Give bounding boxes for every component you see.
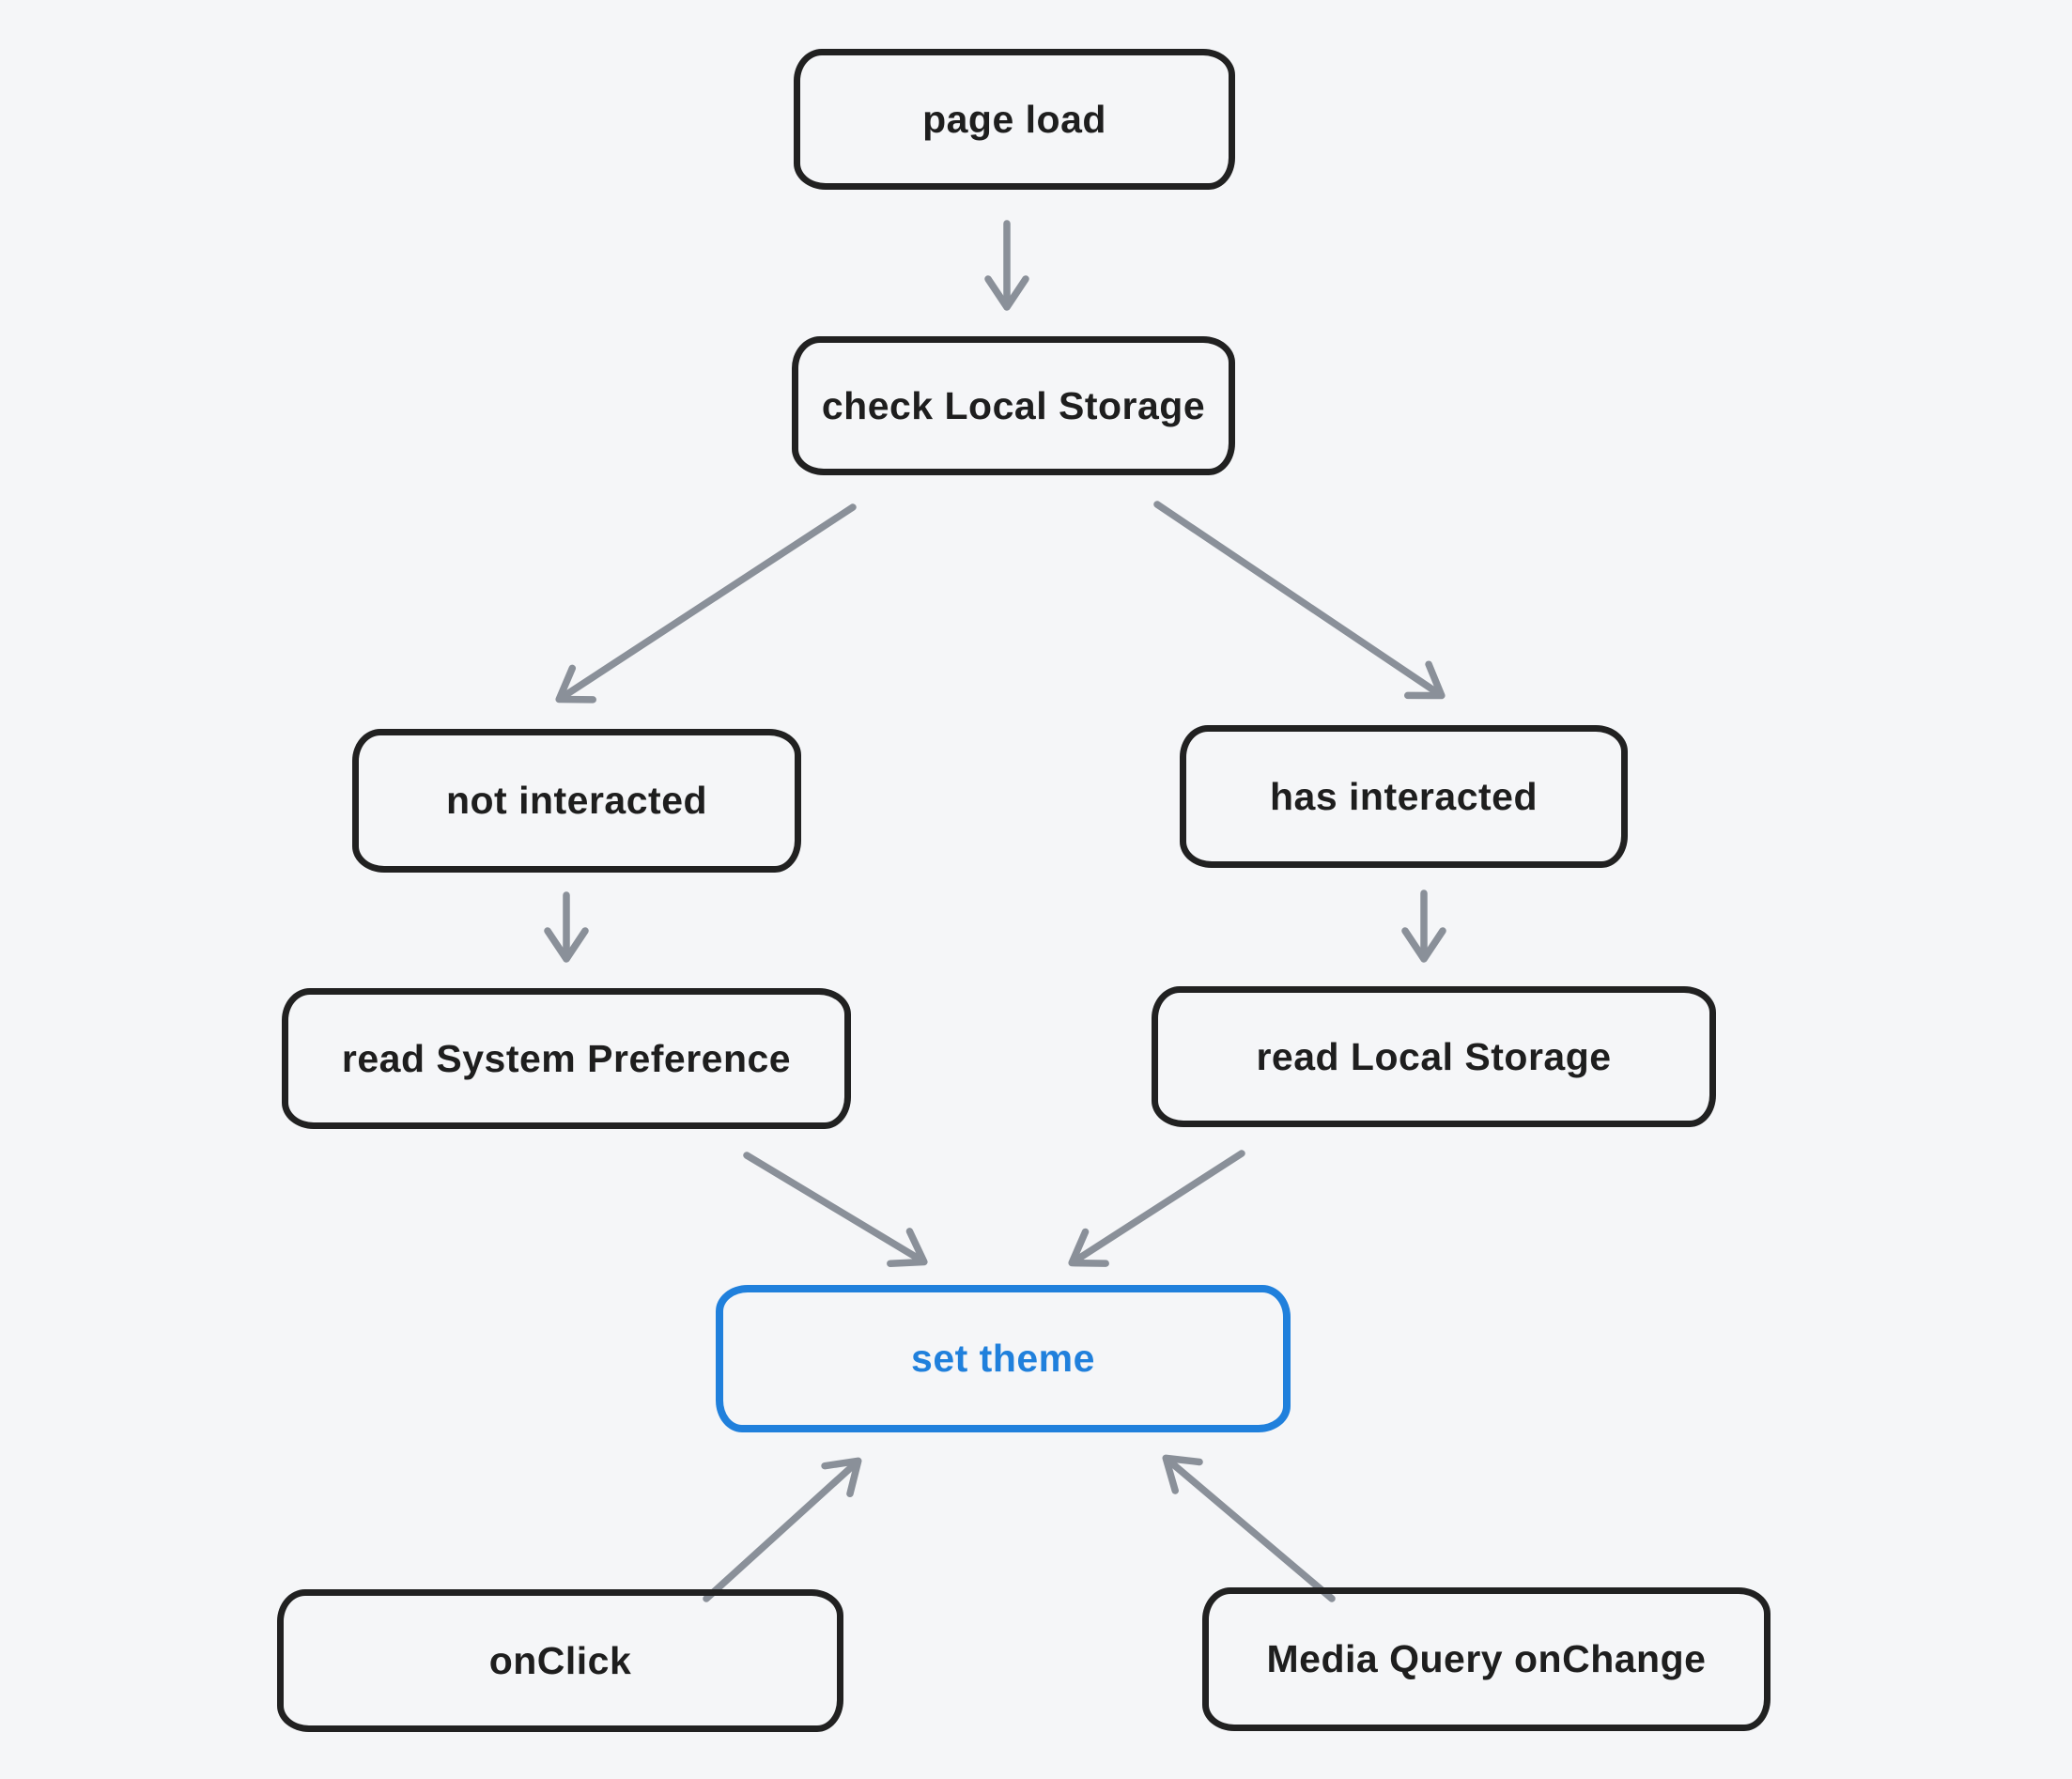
edge-onclick-to-set-theme — [703, 1457, 862, 1602]
edge-check-local-storage-to-not-interacted — [555, 503, 857, 704]
node-read-local-storage: read Local Storage — [1152, 986, 1716, 1127]
node-check-local-storage: check Local Storage — [792, 336, 1235, 475]
node-media-query-onchange-label: Media Query onChange — [1266, 1637, 1707, 1680]
node-not-interacted-label: not interacted — [445, 779, 708, 822]
node-check-local-storage-label: check Local Storage — [821, 383, 1206, 427]
node-has-interacted-label: has interacted — [1270, 774, 1538, 818]
node-onclick-label: onClick — [488, 1638, 632, 1682]
node-set-theme-label: set theme — [911, 1337, 1095, 1380]
node-page-load-label: page load — [922, 97, 1106, 141]
node-media-query-onchange: Media Query onChange — [1202, 1587, 1770, 1731]
node-has-interacted: has interacted — [1180, 725, 1628, 868]
edge-read-system-preference-to-set-theme — [743, 1152, 928, 1267]
edge-check-local-storage-to-has-interacted — [1153, 501, 1446, 700]
edge-media-query-onchange-to-set-theme — [1162, 1454, 1336, 1602]
node-read-local-storage-label: read Local Storage — [1256, 1034, 1612, 1078]
node-page-load: page load — [794, 49, 1235, 190]
edge-read-local-storage-to-set-theme — [1068, 1150, 1245, 1267]
node-read-system-preference: read System Preference — [282, 988, 851, 1129]
node-not-interacted: not interacted — [352, 729, 801, 873]
node-read-system-preference-label: read System Preference — [341, 1036, 792, 1080]
node-set-theme: set theme — [716, 1285, 1291, 1432]
node-onclick: onClick — [277, 1589, 843, 1732]
